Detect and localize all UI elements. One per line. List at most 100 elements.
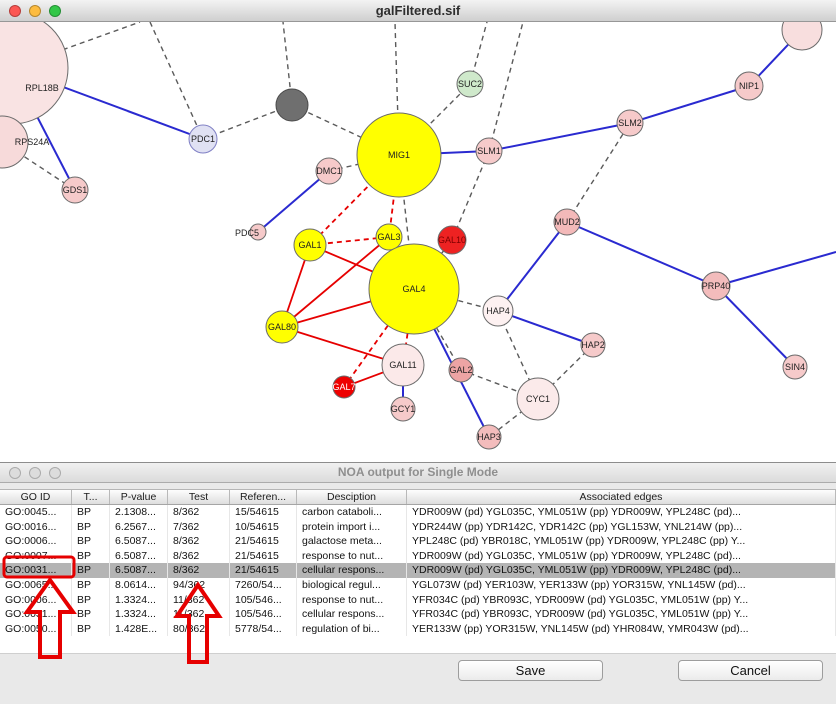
network-edge <box>291 104 400 156</box>
node-SIN4[interactable] <box>782 354 808 380</box>
node-label-CYC1: CYC1 <box>526 394 550 404</box>
node-SLM2[interactable] <box>616 109 644 137</box>
node-GAL10[interactable] <box>437 225 467 255</box>
cell: galactose meta... <box>297 534 407 549</box>
cell: biological regul... <box>297 577 407 593</box>
cell: 8/362 <box>168 534 230 549</box>
node-GCY1[interactable] <box>390 396 416 422</box>
cell: 21/54615 <box>230 534 297 549</box>
cell: 80/362 <box>168 621 230 637</box>
node-CYC1[interactable] <box>516 377 560 421</box>
cell: 11/362 <box>168 607 230 622</box>
node-gray1[interactable] <box>275 88 309 122</box>
minimize-button-inactive[interactable] <box>29 467 41 479</box>
node-PDC5[interactable] <box>249 223 267 241</box>
node-GDS1[interactable] <box>61 176 89 204</box>
cell: BP <box>72 577 110 593</box>
close-button[interactable] <box>9 5 21 17</box>
node-MIG1[interactable] <box>356 112 442 198</box>
column-header-associated-edges[interactable]: Associated edges <box>407 490 836 504</box>
cell: GO:0050... <box>0 621 72 637</box>
column-header-desciption[interactable]: Desciption <box>297 490 407 504</box>
cell: YDR009W (pd) YGL035C, YML051W (pp) YDR00… <box>407 563 836 578</box>
cell: BP <box>72 607 110 622</box>
node-GAL7[interactable] <box>332 375 356 399</box>
column-header-go-id[interactable]: GO ID <box>0 490 72 504</box>
network-edge <box>566 122 631 223</box>
node-DMC1[interactable] <box>315 157 343 185</box>
node-label-PRP40: PRP40 <box>702 281 731 291</box>
cell: YFR034C (pd) YBR093C, YDR009W (pd) YGL03… <box>407 607 836 622</box>
node-RPL18B[interactable] <box>0 11 69 125</box>
node-GAL1[interactable] <box>293 228 327 262</box>
column-header-t-[interactable]: T... <box>72 490 110 504</box>
zoom-button-inactive[interactable] <box>49 467 61 479</box>
cell: 10/54615 <box>230 519 297 535</box>
node-PRP40[interactable] <box>701 271 731 301</box>
network-edge <box>715 251 836 287</box>
cell: cellular respons... <box>297 607 407 622</box>
cell: 21/54615 <box>230 563 297 578</box>
node-RPS24A[interactable] <box>0 115 29 169</box>
node-label-MIG1: MIG1 <box>388 150 410 160</box>
cell: YDR244W (pp) YDR142C, YDR142C (pp) YGL15… <box>407 519 836 535</box>
node-NIP1[interactable] <box>734 71 764 101</box>
node-label-SLM2: SLM2 <box>618 118 642 128</box>
node-MUD2[interactable] <box>553 208 581 236</box>
cell: BP <box>72 505 110 520</box>
network-graph: RPL18BRPS24AGDS1PDC1DMC1MIG1SUC2SLM1SLM2… <box>0 9 836 450</box>
node-label-SLM1: SLM1 <box>477 146 501 156</box>
noa-window-titlebar: NOA output for Single Mode <box>0 463 836 483</box>
cell: YER133W (pp) YOR315W, YNL145W (pd) YHR08… <box>407 621 836 637</box>
node-GAL3[interactable] <box>375 223 403 251</box>
save-button[interactable]: Save <box>458 660 603 681</box>
network-edge <box>149 21 204 140</box>
column-header-test[interactable]: Test <box>168 490 230 504</box>
cell: 94/362 <box>168 577 230 593</box>
minimize-button[interactable] <box>29 5 41 17</box>
node-PDC1[interactable] <box>188 124 218 154</box>
cell: GO:0007... <box>0 548 72 564</box>
cell: 6.2567... <box>110 519 168 535</box>
cell: 8/362 <box>168 548 230 564</box>
cell: BP <box>72 548 110 564</box>
cell: BP <box>72 563 110 578</box>
network-edge <box>715 285 796 368</box>
node-label-PDC1: PDC1 <box>191 134 215 144</box>
node-HAP3[interactable] <box>476 424 502 450</box>
node-label-GAL1: GAL1 <box>298 240 321 250</box>
cell: 8/362 <box>168 563 230 578</box>
node-GAL11[interactable] <box>381 343 425 387</box>
node-label-MUD2: MUD2 <box>554 217 580 227</box>
node-GAL2[interactable] <box>448 357 474 383</box>
node-SUC2[interactable] <box>456 70 484 98</box>
node-GAL80[interactable] <box>265 310 299 344</box>
column-header-p-value[interactable]: P-value <box>110 490 168 504</box>
cell: BP <box>72 592 110 608</box>
network-edge <box>497 221 568 312</box>
close-button-inactive[interactable] <box>9 467 21 479</box>
zoom-button[interactable] <box>49 5 61 17</box>
node-HAP4[interactable] <box>482 295 514 327</box>
node-GAL4[interactable] <box>368 243 460 335</box>
column-header-referen-[interactable]: Referen... <box>230 490 297 504</box>
cell: YFR034C (pd) YBR093C, YDR009W (pd) YGL03… <box>407 592 836 608</box>
cancel-button[interactable]: Cancel <box>678 660 823 681</box>
cell: cellular respons... <box>297 563 407 578</box>
network-edge <box>281 236 390 328</box>
node-SLM1[interactable] <box>475 137 503 165</box>
node-HAP2[interactable] <box>580 332 606 358</box>
node-label-RPL18B: RPL18B <box>25 83 59 93</box>
cell: 6.5087... <box>110 534 168 549</box>
